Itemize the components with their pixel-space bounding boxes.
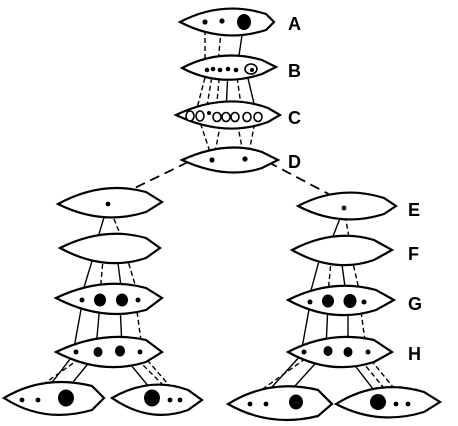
label-c: C: [288, 108, 301, 128]
cell-left-daughter-1: [1, 380, 106, 416]
label-e: E: [408, 200, 420, 220]
cell-left-g: [53, 282, 164, 316]
cell-c: [173, 100, 283, 130]
label-b: B: [288, 61, 301, 81]
label-g: G: [408, 294, 422, 314]
label-h: H: [408, 344, 421, 364]
label-f: F: [408, 244, 419, 264]
cell-left-e: [55, 186, 165, 219]
cell-left-h: [53, 335, 164, 369]
cell-d: [179, 146, 281, 174]
cell-right-daughter-1: [225, 385, 334, 422]
cell-a: [177, 7, 276, 37]
label-a: A: [288, 14, 301, 34]
cell-left-daughter-2: [109, 383, 204, 416]
branch-line-right: [267, 161, 341, 201]
cell-right-e: [295, 191, 398, 221]
cell-right-daughter-2: [333, 386, 443, 419]
cell-right-g: [285, 284, 397, 317]
cell-b: [179, 54, 279, 81]
cell-right-h: [285, 335, 395, 369]
cell-left-f: [57, 232, 162, 265]
cell-right-f: [289, 234, 395, 267]
top-column-threads: [195, 21, 257, 159]
label-d: D: [288, 152, 301, 172]
